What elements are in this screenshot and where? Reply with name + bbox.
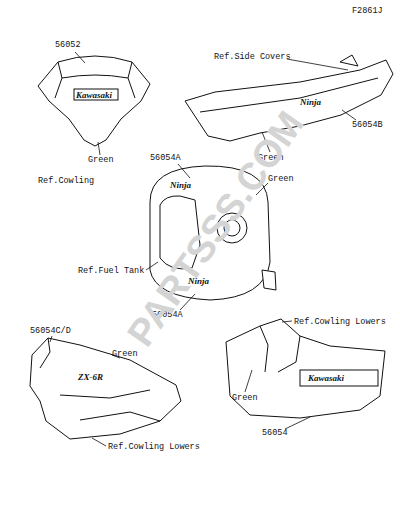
part-reference: Ref.Cowling Lowers <box>108 442 200 452</box>
decal-text: Ninja <box>300 97 321 107</box>
windscreen-decal <box>74 89 118 100</box>
decal-text: Kawasaki <box>76 90 112 100</box>
decal-text: Kawasaki <box>308 373 344 383</box>
part-reference: Ref.Cowling Lowers <box>294 317 386 327</box>
lower-cowling <box>226 319 385 418</box>
callout-number: 56054C/D <box>30 326 71 336</box>
callout-number: 56054 <box>262 428 288 438</box>
windscreen <box>38 56 150 146</box>
color-note: Green <box>112 349 138 359</box>
tank-bracket <box>262 270 276 290</box>
watermark: PARTSSS.COM <box>120 104 311 353</box>
cowling-panel <box>40 338 160 421</box>
side-cover-stripe <box>200 78 378 112</box>
leader-lines <box>50 52 356 446</box>
decal-text: ZX-6R <box>78 372 103 382</box>
color-note: Green <box>88 155 114 165</box>
callout-number: 56054A <box>150 153 181 163</box>
lower-cowling-edge <box>260 326 300 372</box>
side-cowling <box>30 338 181 439</box>
side-cover-tab <box>340 55 358 66</box>
decal-text: Ninja <box>170 180 191 190</box>
lower-decal <box>300 370 378 386</box>
part-reference: Ref.Cowling <box>38 176 94 186</box>
callout-number: 56054B <box>352 120 383 130</box>
figure-code: F2861J <box>352 6 383 16</box>
part-reference: Ref.Side Covers <box>214 52 291 62</box>
part-reference: Ref.Fuel Tank <box>78 266 144 276</box>
callout-number: 56052 <box>55 40 81 50</box>
color-note: Green <box>232 393 258 403</box>
